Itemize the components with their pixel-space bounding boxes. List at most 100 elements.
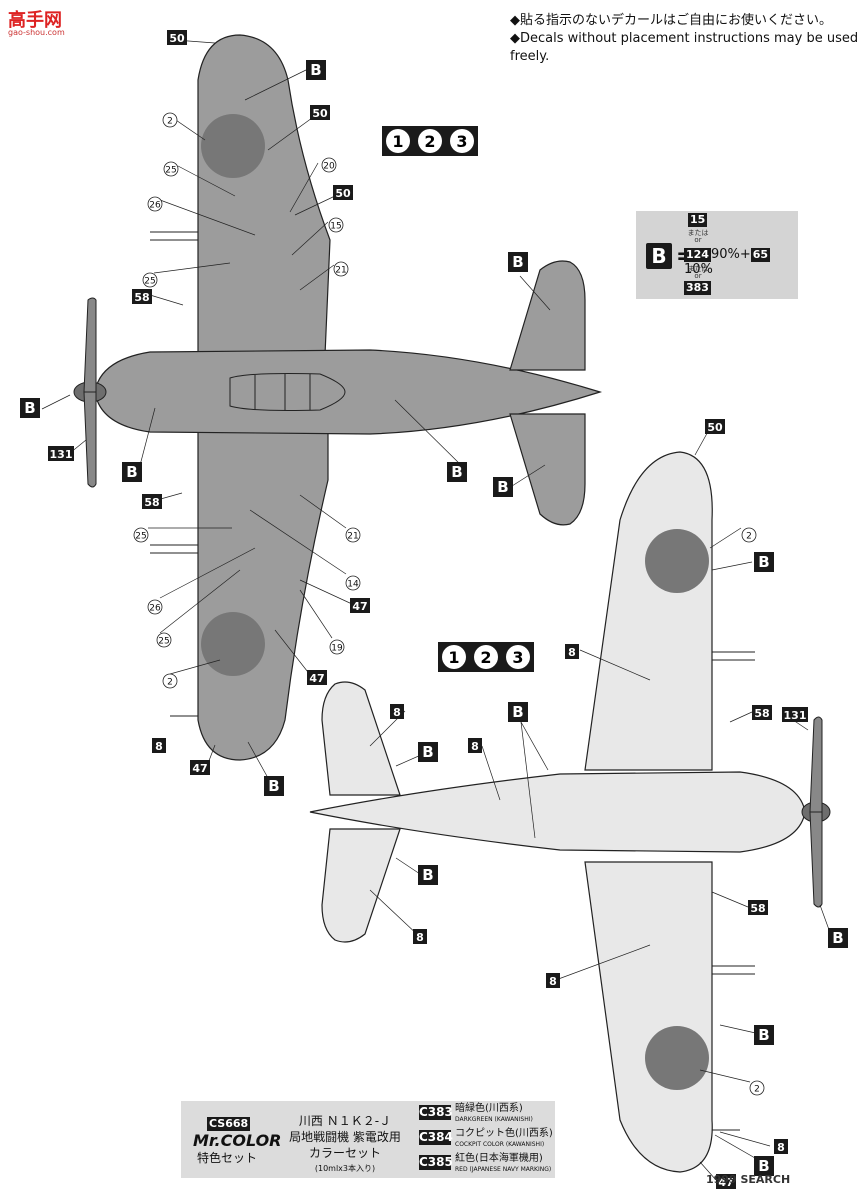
number-callout-circle	[328, 217, 344, 233]
b-marker: B	[451, 463, 462, 481]
number-callout-circle	[156, 632, 172, 648]
number-callout: 58	[754, 707, 769, 720]
number-callout: 15	[330, 222, 341, 232]
b-marker: B	[497, 478, 508, 496]
mix-letter: B	[646, 243, 672, 269]
upper-wing-bottom	[584, 451, 713, 771]
b-marker-box	[306, 60, 326, 80]
svg-text:1: 1	[392, 132, 403, 151]
number-callout-box	[390, 704, 404, 719]
b-marker: B	[832, 929, 843, 947]
b-marker: B	[512, 253, 523, 271]
color-set-box: CS668 Mr.COLOR 特色セット 川西 Ｎ１Ｋ２-Ｊ 局地戦闘機 紫電改…	[181, 1101, 555, 1178]
number-callout: 47	[192, 762, 207, 775]
number-callout: 2	[167, 678, 173, 688]
mix-option-a: 15	[688, 213, 708, 227]
number-callout: 20	[323, 162, 335, 172]
number-callout: 47	[718, 1176, 733, 1189]
tail-bottom-upper	[321, 681, 401, 796]
number-callout: 50	[312, 107, 328, 120]
number-callout-box	[310, 105, 330, 120]
number-callout-box	[413, 929, 427, 944]
note-en: ◆Decals without placement instructions m…	[510, 31, 859, 64]
number-callout-box	[152, 738, 166, 753]
number-callout-circle	[321, 157, 337, 173]
number-callout: 14	[347, 580, 359, 590]
number-callout: 8	[416, 931, 424, 944]
number-callout: 8	[155, 740, 163, 753]
set-title: 川西 Ｎ１Ｋ２-Ｊ 局地戦闘機 紫電改用 カラーセット (10mlx3本入り)	[289, 1114, 401, 1173]
b-marker-box	[754, 1025, 774, 1045]
number-callout: 26	[149, 201, 161, 211]
number-callout-box	[782, 707, 808, 722]
number-callout-box	[774, 1139, 788, 1154]
b-marker: B	[422, 743, 433, 761]
b-marker: B	[758, 1026, 769, 1044]
number-callout-box	[705, 419, 725, 434]
number-callout: 19	[331, 644, 343, 654]
number-callout-box	[468, 738, 482, 753]
number-callout: 50	[335, 187, 351, 200]
top-view-aircraft	[73, 34, 603, 761]
b-marker-box	[447, 462, 467, 482]
number-callout-box	[167, 30, 187, 45]
b-marker-box	[122, 462, 142, 482]
or-en-1: or	[694, 236, 702, 244]
number-callout: 131	[50, 448, 73, 461]
svg-text:2: 2	[424, 132, 435, 151]
b-marker: B	[512, 703, 523, 721]
number-callout: 8	[471, 740, 479, 753]
svg-text:3: 3	[512, 648, 523, 667]
version-badges-top: 1 2 3	[382, 126, 478, 156]
number-callout: 8	[777, 1141, 785, 1154]
number-callout-circle	[162, 112, 178, 128]
number-callout-box	[190, 760, 210, 775]
number-callout-circle	[741, 527, 757, 543]
number-callout: 58	[144, 496, 159, 509]
number-callout: 2	[167, 117, 173, 127]
svg-text:1: 1	[448, 648, 459, 667]
number-callout: 26	[149, 604, 161, 614]
tail-bottom-lower	[321, 828, 401, 943]
number-callout-box	[142, 494, 162, 509]
source-watermark: 1999 SEARCH	[706, 1173, 791, 1186]
b-marker-box	[508, 252, 528, 272]
number-callout-box	[716, 1174, 736, 1189]
set-label: 特色セット	[197, 1151, 258, 1165]
upper-wing-top	[197, 34, 331, 356]
b-marker-box	[508, 702, 528, 722]
number-callout-circle	[333, 261, 349, 277]
b-marker: B	[758, 553, 769, 571]
number-callout: 131	[784, 709, 807, 722]
number-callout-circle	[147, 196, 163, 212]
number-callout: 58	[134, 291, 149, 304]
b-marker: B	[268, 777, 279, 795]
b-marker-box	[264, 776, 284, 796]
number-callout: 47	[309, 672, 324, 685]
number-callout: 50	[707, 421, 723, 434]
version-badges-bottom: 1 2 3	[438, 642, 534, 672]
or-jp-2: または	[687, 265, 709, 273]
brand-name: Mr.COLOR	[193, 1131, 282, 1150]
number-callout: 21	[335, 266, 346, 276]
fuselage-top	[94, 349, 603, 435]
number-callout: 58	[750, 902, 765, 915]
mix-option-d: 383	[684, 281, 711, 295]
number-callout-box	[350, 598, 370, 613]
number-callout-box	[565, 644, 579, 659]
b-marker: B	[126, 463, 137, 481]
b-marker: B	[758, 1157, 769, 1175]
number-callout: 2	[746, 532, 752, 542]
or-en-2: or	[694, 272, 702, 280]
number-callout-circle	[345, 527, 361, 543]
b-marker-box	[493, 477, 513, 497]
number-callout: 25	[165, 166, 176, 176]
b-marker-box	[418, 742, 438, 762]
or-jp-1: または	[687, 229, 709, 237]
